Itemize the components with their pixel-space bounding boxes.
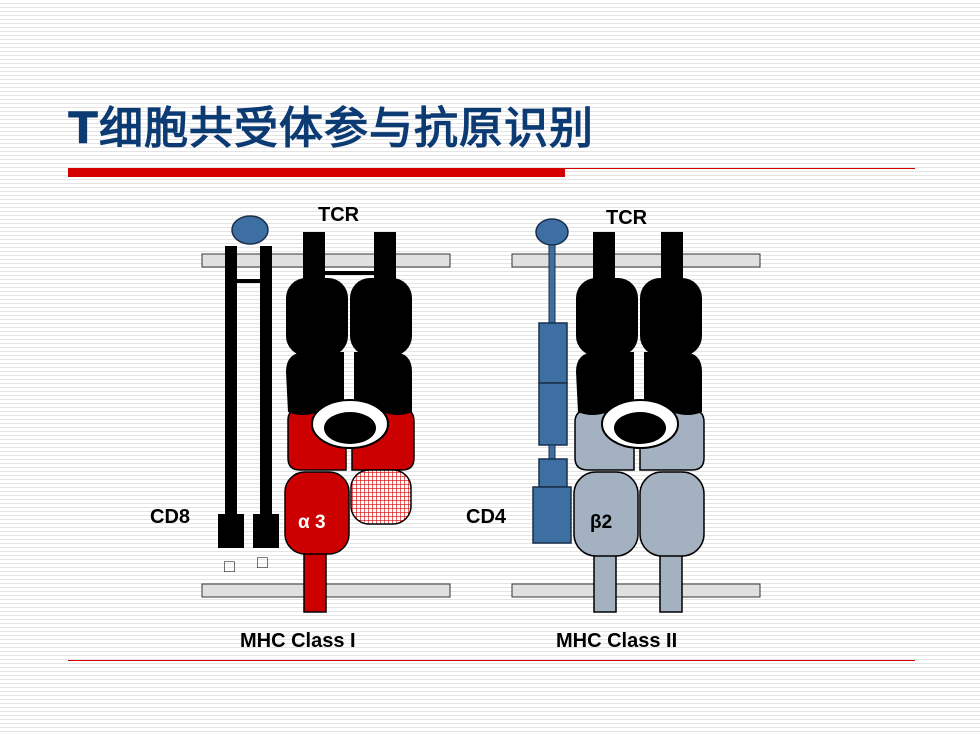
beta2-microglobulin [350, 469, 412, 525]
tcr-left [286, 232, 412, 449]
tcr-label-left: TCR [318, 204, 360, 226]
mhc2-alpha2-domain [639, 471, 705, 557]
tcr-link-bar [325, 271, 374, 275]
cd8-stalk-left [225, 246, 237, 516]
cd4-domain-2 [538, 382, 568, 446]
slide-title: T细胞共受体参与抗原识别 [68, 103, 595, 154]
cd8-head [231, 215, 269, 245]
t-cell-membrane [511, 253, 761, 268]
cd4-domain-4 [532, 486, 572, 544]
tcr-chain-stalk [303, 232, 325, 284]
tcr-chain-stalk [593, 232, 615, 284]
tcr-variable-domain [354, 352, 412, 415]
mhc2-alpha-tail [593, 551, 617, 613]
tcr-variable-domain [286, 352, 344, 415]
cd8-domain-right [253, 514, 279, 548]
apc-membrane [511, 583, 761, 598]
tcr-chain-stalk [661, 232, 683, 284]
title-rule-line [565, 168, 915, 169]
cd8-link-bar [237, 279, 260, 283]
tcr-variable-domain [644, 352, 702, 415]
cd8-molecule: □ □ [218, 215, 279, 576]
tcr-constant-domain [640, 278, 702, 356]
tcr-chain-stalk [374, 232, 396, 284]
alpha3-label: α 3 [298, 512, 326, 533]
cd8-chain-label-2: □ [257, 552, 268, 572]
title-underline-bar [68, 168, 565, 177]
mhc1-alpha3-domain [284, 471, 350, 555]
mhc-class-2-label: MHC Class II [556, 630, 677, 652]
tcr-constant-domain [286, 278, 348, 356]
cd8-stalk-right [260, 246, 272, 516]
peptide [614, 412, 666, 444]
mhc-class-2: β2 [573, 409, 705, 613]
t-cell-membrane [201, 253, 451, 268]
tcr-constant-domain [576, 278, 638, 356]
mhc1-transmembrane-tail [303, 549, 327, 613]
cd8-label: CD8 [150, 506, 190, 528]
cd8-chain-label-1: □ [224, 556, 235, 576]
beta2-label: β2 [590, 512, 612, 533]
tcr-variable-domain [576, 352, 634, 415]
tcr-constant-domain [350, 278, 412, 356]
mhc2-beta2-domain [573, 471, 639, 557]
cd8-domain-left [218, 514, 244, 548]
cd4-linker [548, 444, 556, 460]
left-panel: □ □ α 3 TCR CD8 MHC Class I [150, 204, 451, 652]
mhc2-beta-tail [659, 551, 683, 613]
cd4-domain-3 [538, 458, 568, 488]
peptide [324, 412, 376, 444]
tcr-right [576, 232, 702, 449]
cd4-molecule [532, 218, 572, 544]
cd4-head [535, 218, 569, 246]
cd4-label: CD4 [466, 506, 507, 528]
bottom-rule-line [68, 660, 915, 661]
mhc-class-1-label: MHC Class I [240, 630, 356, 652]
cd4-stalk [548, 244, 556, 326]
cd4-domain-1 [538, 322, 568, 384]
tcr-label-right: TCR [606, 207, 648, 229]
right-panel: β2 TCR CD4 MHC Class II [466, 207, 761, 652]
